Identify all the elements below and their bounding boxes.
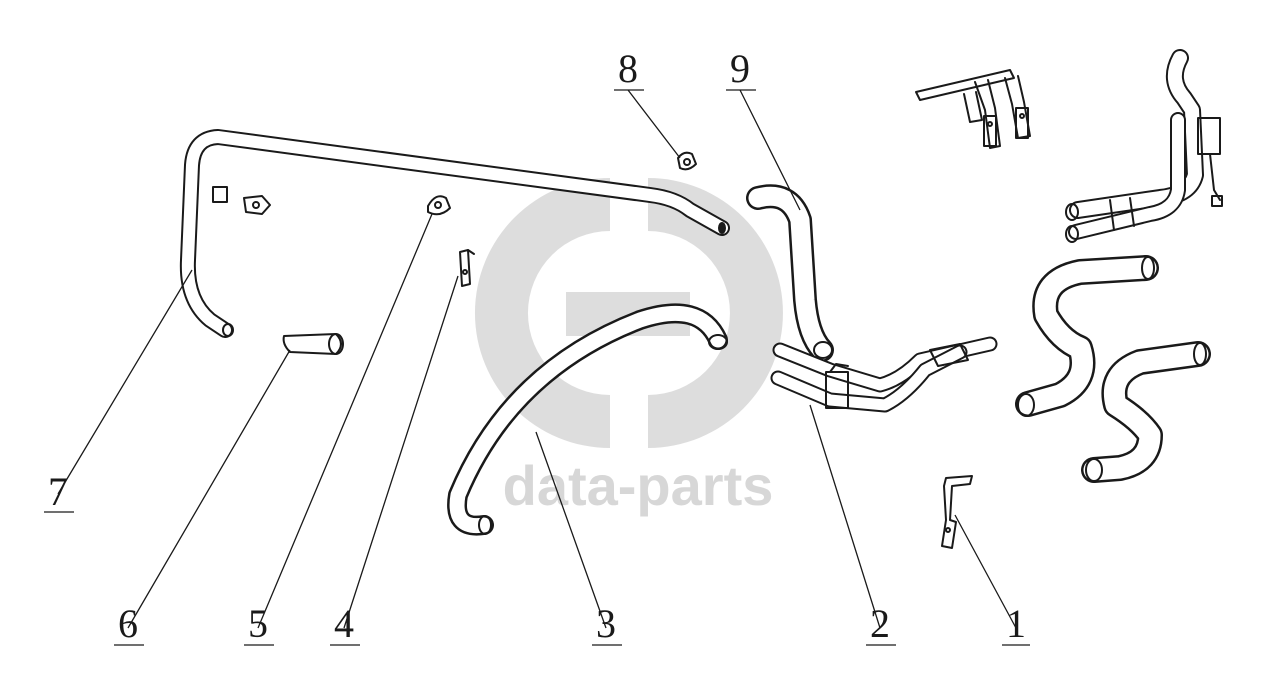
- leader-8: [614, 89, 681, 159]
- watermark-text: data-parts: [503, 454, 774, 517]
- part-7-long-tube: [179, 129, 730, 338]
- leader-lines: [44, 89, 1030, 646]
- leader-1: [954, 514, 1030, 646]
- top-bracket-assembly: [915, 69, 1031, 149]
- s-hose-upper: [1015, 255, 1159, 417]
- part-8-clamp: [677, 151, 697, 171]
- leader-7: [44, 269, 193, 513]
- watermark: data-parts: [474, 177, 783, 517]
- leader-3: [535, 431, 622, 646]
- part-1-bracket: [941, 475, 973, 549]
- callout-4: 4: [334, 601, 354, 646]
- callout-7: 7: [48, 469, 68, 514]
- callout-6: 6: [118, 601, 138, 646]
- callout-3: 3: [596, 601, 616, 646]
- callout-5: 5: [248, 601, 268, 646]
- leader-2: [809, 404, 896, 646]
- callout-9: 9: [730, 46, 750, 91]
- part-5-clamp: [427, 195, 451, 216]
- callout-2: 2: [870, 601, 890, 646]
- s-hose-lower: [1081, 341, 1211, 483]
- leader-9: [726, 89, 801, 211]
- leader-5: [244, 213, 433, 646]
- callout-8: 8: [618, 46, 638, 91]
- part-9-hose: [746, 184, 834, 362]
- clip-small-a: [212, 186, 271, 215]
- part-3-curved-hose: [447, 303, 728, 536]
- callout-1: 1: [1006, 601, 1026, 646]
- part-4-bracket: [459, 249, 475, 287]
- leader-4: [330, 275, 459, 646]
- top-pipe-harness: [1065, 49, 1223, 243]
- part-6-sleeve: [282, 333, 344, 355]
- leader-6: [114, 349, 291, 646]
- part-2-pipe-assembly: [770, 336, 998, 413]
- callout-labels: 1 2 3 4 5 6 7 8 9: [48, 46, 1026, 646]
